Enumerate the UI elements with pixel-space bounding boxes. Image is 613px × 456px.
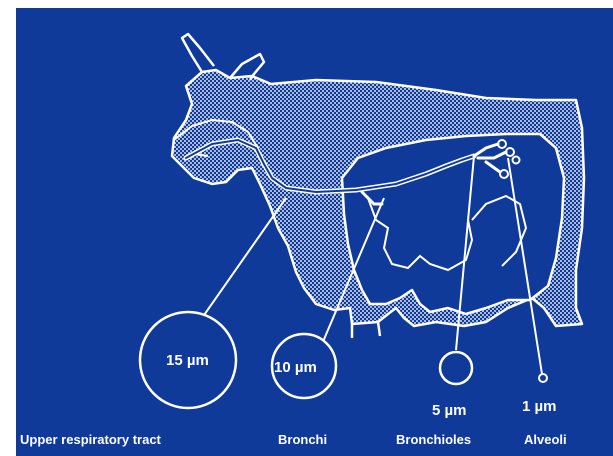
- particle-circle-1um: [539, 374, 547, 382]
- caption-upper-respiratory-tract: Upper respiratory tract: [20, 432, 161, 447]
- diagram-panel: 15 µm 10 µm 5 µm 1 µm Upper respiratory …: [16, 8, 613, 456]
- caption-bronchioles: Bronchioles: [396, 432, 471, 447]
- size-label-15um: 15 µm: [166, 352, 209, 369]
- caption-alveoli: Alveoli: [524, 432, 567, 447]
- cow-horn: [182, 34, 214, 72]
- size-label-1um: 1 µm: [522, 398, 557, 415]
- particle-circle-5um: [440, 352, 472, 384]
- size-label-10um: 10 µm: [274, 359, 317, 376]
- cow-respiratory-diagram: [16, 8, 613, 456]
- caption-bronchi: Bronchi: [278, 432, 327, 447]
- size-label-5um: 5 µm: [432, 402, 467, 419]
